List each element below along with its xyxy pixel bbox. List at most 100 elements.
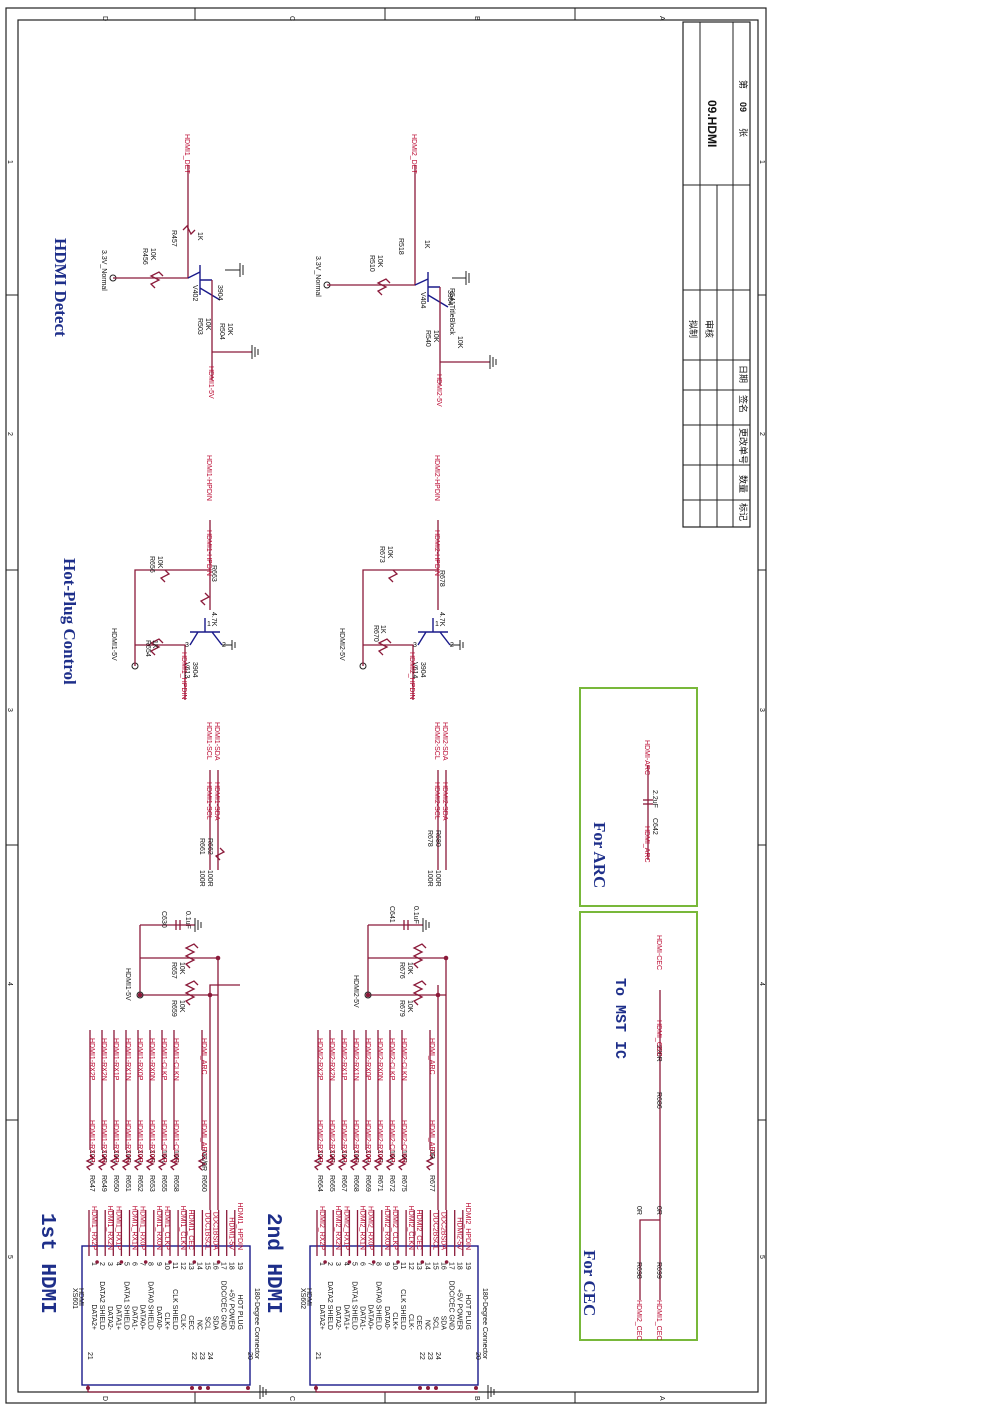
ground-symbol xyxy=(252,1385,267,1399)
series-resistor-value: 10R xyxy=(328,1150,335,1163)
pin-number: 16 xyxy=(212,1262,219,1270)
zone-letter-top: A xyxy=(658,16,665,21)
pin-name: DATA0- xyxy=(155,1306,162,1331)
pin-name: SCL xyxy=(431,1316,438,1330)
shield-junction xyxy=(143,1260,148,1264)
shield-junction xyxy=(396,1260,400,1264)
pin-number: 14 xyxy=(423,1262,430,1270)
gnd-pin-number: 24 xyxy=(434,1352,441,1360)
zone-letter-bottom: A xyxy=(658,1396,665,1401)
supply-label: 3.3V_Normal xyxy=(314,256,321,297)
connector-part: HDMI xyxy=(305,1288,312,1306)
shield-junction xyxy=(347,1260,352,1264)
pin-name: CLK- xyxy=(179,1314,186,1331)
pin-number: 13 xyxy=(415,1262,422,1270)
series-resistor-ref: R667 xyxy=(340,1175,347,1192)
r663-value: 4.7K xyxy=(210,612,217,627)
r504-label: R504 xyxy=(218,323,225,340)
v614-value: 3904 xyxy=(419,662,426,678)
sheet-label-suffix: 张 xyxy=(738,128,748,137)
pin-number: 1 xyxy=(90,1262,97,1266)
series-resistor-value: 10R xyxy=(172,1150,179,1163)
series-net-label: HDMI_ARC xyxy=(428,1120,435,1157)
pin-number: 6 xyxy=(359,1262,366,1266)
gnd-pin-number: 20 xyxy=(474,1352,481,1360)
cec-r1-value: 0R xyxy=(635,1206,642,1215)
series-resistor-ref: R668 xyxy=(352,1175,359,1192)
pin-net-label: HDMI2_RX1N xyxy=(359,1206,366,1250)
zone-number: 4 xyxy=(6,982,13,986)
pin-net-label: DDC2BSCL xyxy=(431,1213,438,1250)
r656-label: R656 xyxy=(148,556,155,573)
pin-number: 11 xyxy=(399,1262,406,1269)
ddc-section-hdmi2: R679 10K R676 10K C641 0.1uF HDMI2-5V R6… xyxy=(352,722,449,1210)
series-resistor xyxy=(197,1154,207,1171)
r654-value: 1K xyxy=(151,640,158,649)
series-resistor-value: 10R xyxy=(160,1150,167,1163)
pin-name: SDA xyxy=(440,1316,447,1331)
cec-mid-net: HDMI_CEC xyxy=(655,1020,662,1057)
series-resistor-value: 10R xyxy=(100,1150,107,1163)
r679-value: 10K xyxy=(406,1000,413,1013)
r457-label: R457 xyxy=(170,230,177,247)
r678-value: 100R xyxy=(426,870,433,887)
r457-value: 1K xyxy=(196,232,203,241)
gnd-pin-number: 22 xyxy=(418,1352,425,1360)
hdmi2-scl-port: HDMI2-SCL xyxy=(433,722,440,760)
shield-junction xyxy=(192,1260,197,1264)
pin-number: 8 xyxy=(375,1262,382,1266)
zone-number: 3 xyxy=(758,708,765,712)
pin-name: DATA1- xyxy=(359,1306,366,1331)
r654-label: R654 xyxy=(144,640,151,657)
sheet-number: 09 xyxy=(738,102,748,112)
series-net-label: HDMI1-RX2P xyxy=(88,1120,95,1163)
zone-letter-top: B xyxy=(473,16,480,21)
series-net-label: HDMI2-CLKN xyxy=(400,1120,407,1163)
series-net-port: HDMI1-CLKP xyxy=(160,1038,167,1081)
hdmi-connector-2: XS602 HDMI 180-Degree Connector 1DATA2+H… xyxy=(299,1203,495,1399)
first-hdmi-title: 1st HDMI xyxy=(35,1213,58,1314)
pin-net-label: HDMI2_RX2N xyxy=(334,1206,341,1250)
r541-label: R541TitleBlock xyxy=(448,288,455,335)
det-in-net: HDMI1-5V xyxy=(207,366,214,399)
r510-label: R510 xyxy=(368,255,375,272)
zone-number: 2 xyxy=(758,432,765,436)
series-resistor xyxy=(361,1154,371,1171)
pin-number: 13 xyxy=(187,1262,194,1270)
series-net-port: HDMI1-RX2N xyxy=(100,1038,107,1081)
pin-number: 6 xyxy=(131,1262,138,1266)
cec-out-port: HDMI-CEC xyxy=(655,935,662,970)
for-cec-title: For CEC xyxy=(580,1250,599,1316)
r504-value: 10K xyxy=(226,323,233,336)
pin-number: 18 xyxy=(228,1262,235,1270)
series-resistor xyxy=(97,1154,107,1171)
series-net-label: HDMI_ARC xyxy=(200,1120,207,1157)
series-resistor-value: 10R xyxy=(340,1150,347,1163)
pin-number: 7 xyxy=(139,1262,146,1266)
pin-name: CEC xyxy=(187,1315,194,1330)
series-resistor xyxy=(313,1154,323,1171)
r680-label: R680 xyxy=(434,830,441,847)
c641-label: C641 xyxy=(388,906,395,923)
pin-number: 5 xyxy=(122,1262,129,1266)
supply-label: HDMI1-5V xyxy=(124,968,131,1001)
connector-type: 180-Degree Connector xyxy=(253,1288,260,1360)
series-resistor-ref: R677 xyxy=(428,1175,435,1192)
pin-name: DATA2- xyxy=(334,1306,341,1331)
pin-name: DATA0+ xyxy=(367,1304,374,1330)
gnd-pin-number: 24 xyxy=(206,1352,213,1360)
pin-number: 2 xyxy=(98,1262,105,1266)
pin-name: DATA2- xyxy=(106,1306,113,1331)
shield-junction xyxy=(371,1260,376,1264)
supply-label: HDMI2-5V xyxy=(352,975,359,1008)
hpd-out-net: HDMI1-HPDIN xyxy=(205,530,212,576)
r679-label: R679 xyxy=(398,1000,405,1017)
r670-label: R670 xyxy=(372,625,379,642)
pin-net-label: HDMI2_CEC xyxy=(415,1210,422,1250)
series-resistor-ref: R665 xyxy=(328,1175,335,1192)
arc-cap-ref: C642 xyxy=(651,818,658,835)
r673-label: R673 xyxy=(378,546,385,563)
pin-name: DATA2+ xyxy=(90,1304,97,1330)
pin-number: 10 xyxy=(391,1262,398,1270)
r661-value: 100R xyxy=(198,870,205,887)
